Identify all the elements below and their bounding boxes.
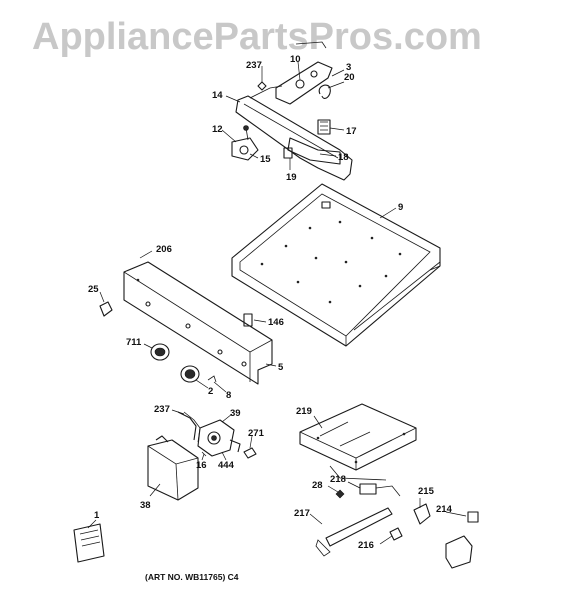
label-444: 444 xyxy=(218,460,235,471)
control-panel-5 xyxy=(123,261,273,385)
label-8: 8 xyxy=(226,390,231,401)
label-12: 12 xyxy=(212,124,223,135)
bracket-146 xyxy=(243,313,253,327)
label-5: 5 xyxy=(278,362,284,373)
label-25: 25 xyxy=(88,284,99,295)
drip-tray-9 xyxy=(231,183,441,347)
orifice-17 xyxy=(317,119,331,135)
burner-bracket-18 xyxy=(283,137,341,165)
art-number-caption: (ART NO. WB11765) C4 xyxy=(145,572,239,582)
shield-38 xyxy=(147,435,199,501)
screw-237-top xyxy=(257,81,267,91)
label-711: 711 xyxy=(126,337,142,348)
label-217: 217 xyxy=(294,508,310,519)
burner-box-219 xyxy=(299,403,417,481)
label-216: 216 xyxy=(358,540,374,551)
bracket-215 xyxy=(413,503,431,525)
wire-20 xyxy=(318,84,331,99)
label-9: 9 xyxy=(398,202,403,213)
pipe-237-lower xyxy=(177,411,201,443)
label-28: 28 xyxy=(312,480,323,491)
label-271: 271 xyxy=(248,428,265,439)
label-219: 219 xyxy=(296,406,312,417)
manifold-pipe-14 xyxy=(235,85,353,181)
label-2: 2 xyxy=(208,386,213,397)
knob-2 xyxy=(180,365,200,383)
label-14: 14 xyxy=(212,90,223,101)
label-15: 15 xyxy=(260,154,271,165)
label-214: 214 xyxy=(436,504,453,515)
label-1: 1 xyxy=(94,510,100,521)
part-labels: 237 10 3 20 14 17 12 15 18 19 9 206 25 1… xyxy=(88,54,453,551)
fitting-271 xyxy=(243,447,257,459)
knob-25 xyxy=(99,301,113,317)
label-38: 38 xyxy=(140,500,151,511)
clip-216 xyxy=(389,527,403,541)
label-146: 146 xyxy=(268,317,284,328)
label-16: 16 xyxy=(196,460,207,471)
wire-harness-217 xyxy=(315,507,393,557)
valve-assembly-39 xyxy=(197,419,241,457)
label-39: 39 xyxy=(230,408,241,419)
label-17: 17 xyxy=(346,126,357,137)
label-215: 215 xyxy=(418,486,435,497)
leader-lines xyxy=(87,61,467,545)
watermark-text: AppliancePartsPros.com xyxy=(32,16,482,58)
label-237-lower: 237 xyxy=(154,404,170,415)
clip-8 xyxy=(207,375,217,383)
label-237-top: 237 xyxy=(246,60,262,71)
label-3: 3 xyxy=(346,62,351,73)
valve-12 xyxy=(231,125,259,161)
spark-module-214 xyxy=(445,511,479,569)
bezel-711 xyxy=(150,343,170,361)
label-18: 18 xyxy=(338,152,349,163)
literature-1 xyxy=(73,523,105,563)
ignitor-218 xyxy=(359,483,401,497)
label-206: 206 xyxy=(156,244,172,255)
label-20: 20 xyxy=(344,72,355,83)
label-218: 218 xyxy=(330,474,346,485)
label-10: 10 xyxy=(290,54,301,65)
label-19: 19 xyxy=(286,172,297,183)
valve-bracket-10 xyxy=(275,41,333,105)
